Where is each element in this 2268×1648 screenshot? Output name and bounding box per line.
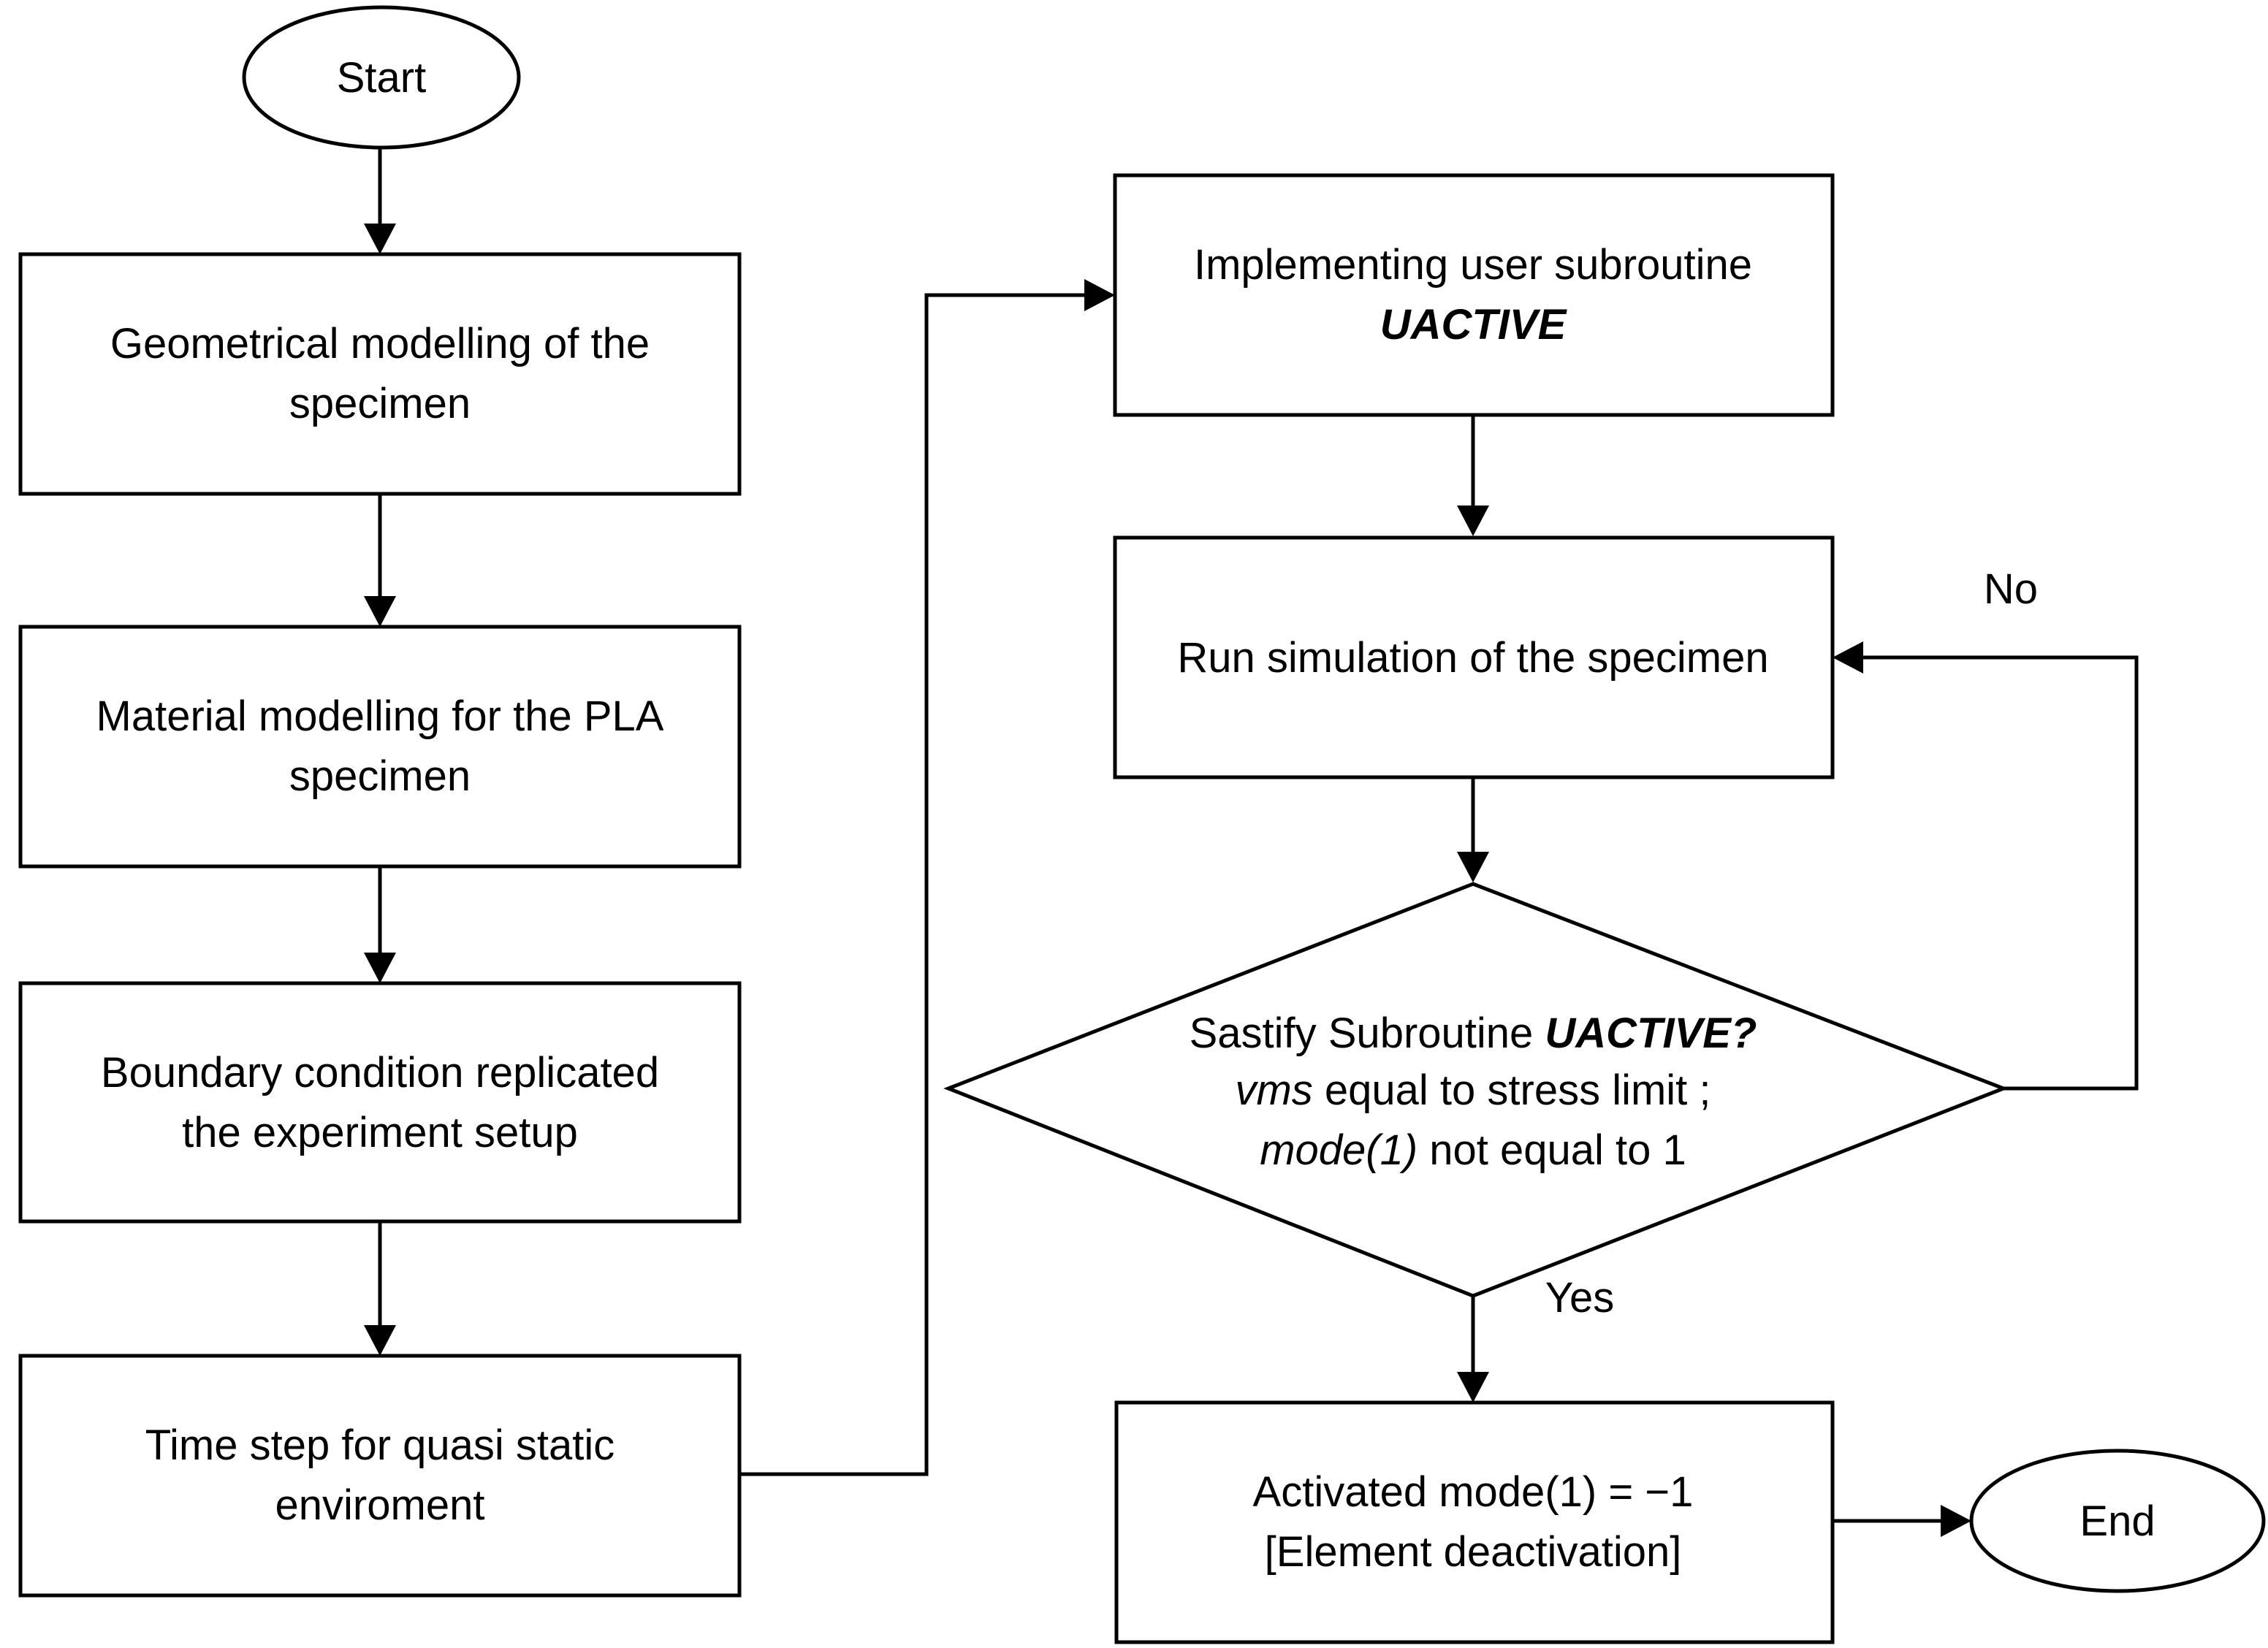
edge-label-no: No (1984, 565, 2038, 613)
boundary-condition-line-2: the experiment setup (182, 1109, 578, 1156)
material-modelling-line-1: Material modelling for the PLA (96, 693, 664, 740)
decision-line-1-text: Sastify Subroutine (1190, 1010, 1545, 1057)
boundary-condition-line-1: Boundary condition replicated (101, 1049, 659, 1096)
time-step-line-1: Time step for quasi static (145, 1422, 615, 1469)
run-simulation-label: Run simulation of the specimen (1177, 634, 1768, 682)
decision-diamond: Sastify Subroutine UACTIVE? vms equal to… (943, 882, 2009, 1298)
decision-mode: mode(1) (1260, 1126, 1418, 1174)
arrowhead (1941, 1505, 1971, 1537)
decision-vms: vms (1235, 1067, 1312, 1114)
decision-line-2-text: equal to stress limit ; (1313, 1067, 1711, 1114)
end-node: End (1969, 1449, 2266, 1593)
geometrical-modelling-line-2: specimen (289, 380, 471, 427)
decision-line-3: mode(1) not equal to 1 (1260, 1126, 1686, 1174)
arrowhead (364, 224, 396, 254)
arrowhead (364, 596, 396, 627)
arrow-decision-no-to-run (1853, 655, 2139, 1091)
activated-mode-line-2: [Element deactivation] (1265, 1528, 1682, 1576)
decision-subroutine-name: UACTIVE? (1545, 1010, 1757, 1057)
arrowhead (364, 1325, 396, 1356)
arrowhead (1457, 1372, 1489, 1403)
arrowhead (1084, 279, 1115, 311)
start-node: Start (242, 5, 521, 150)
arrowhead (1457, 852, 1489, 882)
time-step-line-2: enviroment (275, 1481, 485, 1529)
activated-mode-box: Activated mode(1) = −1 [Element deactiva… (1114, 1400, 1835, 1644)
start-label: Start (337, 54, 427, 102)
material-modelling-line-2: specimen (289, 752, 471, 800)
implementing-subroutine-box: Implementing user subroutine UACTIVE (1113, 173, 1835, 417)
boundary-condition-box: Boundary condition replicated the experi… (18, 981, 742, 1224)
implementing-subroutine-name: UACTIVE (1380, 301, 1568, 348)
time-step-box: Time step for quasi static enviroment (18, 1354, 742, 1598)
activated-mode-line-1: Activated mode(1) = −1 (1253, 1468, 1694, 1516)
geometrical-modelling-line-1: Geometrical modelling of the (110, 320, 650, 367)
decision-line-1: Sastify Subroutine UACTIVE? (1190, 1010, 1757, 1057)
arrow-timestep-to-implementing (739, 293, 1095, 1476)
end-label: End (2079, 1498, 2155, 1545)
connectors (364, 148, 2139, 1537)
run-simulation-box: Run simulation of the specimen (1113, 535, 1835, 779)
arrowhead (1457, 506, 1489, 536)
edge-label-yes: Yes (1545, 1274, 1615, 1321)
arrowhead (1833, 641, 1863, 674)
implementing-subroutine-line-1: Implementing user subroutine (1194, 241, 1752, 289)
decision-line-3-text: not equal to 1 (1418, 1126, 1686, 1174)
material-modelling-box: Material modelling for the PLA specimen (18, 625, 742, 869)
decision-line-2: vms equal to stress limit ; (1235, 1067, 1710, 1114)
geometrical-modelling-box: Geometrical modelling of the specimen (18, 252, 742, 496)
arrowhead (364, 953, 396, 983)
